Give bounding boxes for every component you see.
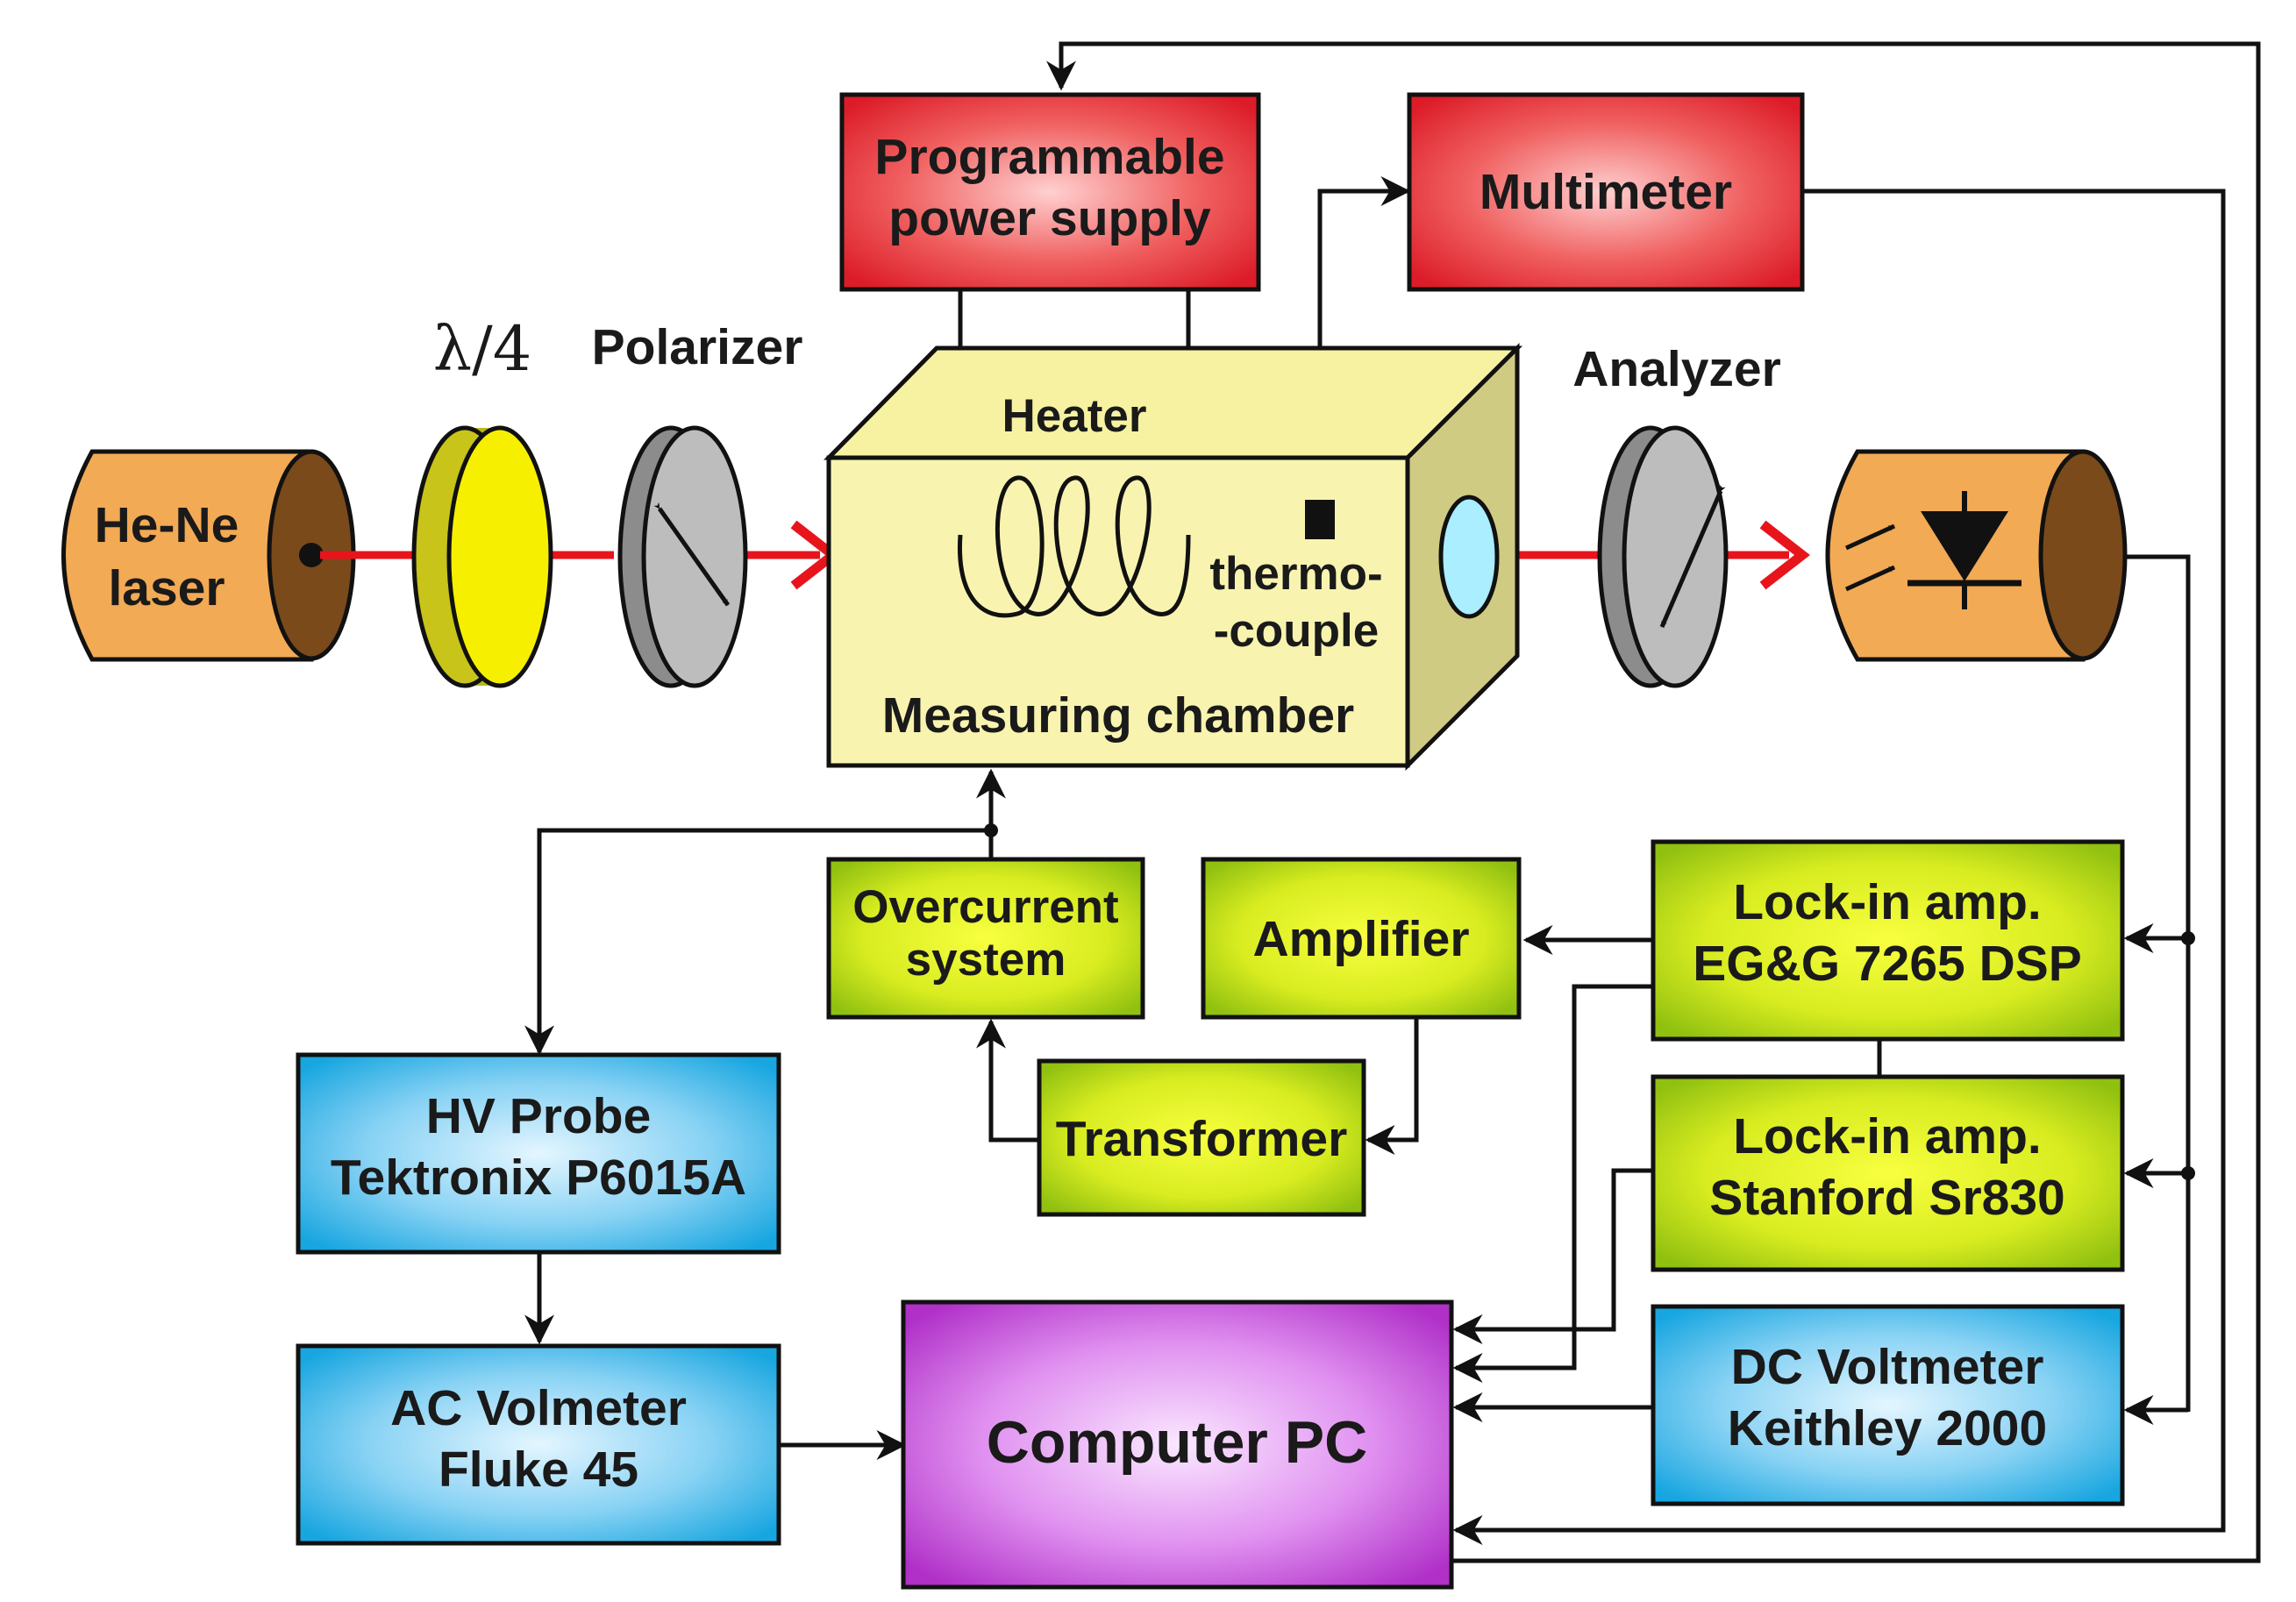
lockin1-label-1: Lock-in amp. — [1733, 874, 2042, 930]
lockin2-box: Lock-in amp. Stanford Sr830 — [1651, 1074, 2125, 1272]
chamber-label: Measuring chamber — [882, 687, 1355, 744]
measuring-chamber: Heater thermo- -couple Measuring chamber — [824, 342, 1523, 772]
multimeter-label: Multimeter — [1480, 164, 1732, 220]
polarizer: Polarizer — [592, 319, 803, 688]
transformer-label: Transformer — [1056, 1111, 1348, 1167]
wire-pc-to-power-supply — [1046, 41, 2261, 1563]
laser-label-2: laser — [108, 560, 225, 616]
hv-probe-label-2: Tektronix P6015A — [331, 1150, 746, 1206]
lockin1-label-2: EG&G 7265 DSP — [1693, 936, 2082, 992]
thermocouple-label-2: -couple — [1214, 605, 1379, 657]
laser-label-1: He-Ne — [95, 497, 239, 553]
power-supply-box: Programmable power supply — [839, 92, 1261, 292]
power-supply-label-2: power supply — [888, 190, 1211, 246]
power-supply-label-1: Programmable — [874, 129, 1224, 185]
quarter-wave-label: λ/4 — [433, 313, 532, 385]
overcurrent-box: Overcurrent system — [826, 857, 1145, 1020]
wire-chamber-to-hvprobe — [524, 828, 991, 1056]
thermocouple-label-1: thermo- — [1209, 548, 1382, 600]
wire-amplifier-to-transformer — [1365, 1017, 1419, 1155]
wire-multimeter-to-pc — [1452, 189, 2226, 1545]
multimeter-box: Multimeter — [1407, 92, 1805, 292]
lockin1-box: Lock-in amp. EG&G 7265 DSP — [1651, 839, 2125, 1042]
thermocouple-sensor — [1305, 500, 1335, 539]
wire-detector-out — [2122, 554, 2191, 1412]
overcurrent-label-2: system — [906, 934, 1066, 986]
photodiode-icon — [1921, 511, 2008, 581]
wire-lockin2-to-pc — [1452, 1168, 1653, 1344]
dc-voltmeter-label-2: Keithley 2000 — [1728, 1400, 2047, 1456]
polarizer-label: Polarizer — [592, 319, 803, 375]
analyzer-label: Analyzer — [1572, 341, 1781, 397]
heater-label: Heater — [1002, 390, 1147, 442]
computer-pc-label: Computer PC — [987, 1409, 1367, 1476]
computer-pc-box: Computer PC — [901, 1299, 1454, 1590]
dc-voltmeter-box: DC Voltmeter Keithley 2000 — [1651, 1304, 2125, 1506]
lockin2-label-2: Stanford Sr830 — [1709, 1170, 2064, 1226]
lockin2-label-1: Lock-in amp. — [1733, 1108, 2042, 1164]
junction-dot — [2181, 1166, 2195, 1180]
ac-voltmeter-label-2: Fluke 45 — [439, 1442, 638, 1498]
ac-voltmeter-label-1: AC Volmeter — [390, 1380, 687, 1436]
amplifier-box: Amplifier — [1201, 857, 1522, 1020]
ac-voltmeter-box: AC Volmeter Fluke 45 — [296, 1343, 781, 1546]
wire-transformer-to-overcurrent — [976, 1018, 1039, 1143]
dc-voltmeter-label-1: DC Voltmeter — [1731, 1339, 2044, 1395]
wire-lockin1-to-pc — [1452, 984, 1653, 1383]
hv-probe-box: HV Probe Tektronix P6015A — [296, 1052, 781, 1255]
photodetector — [1825, 449, 2128, 662]
laser: He-Ne laser — [61, 449, 356, 662]
overcurrent-label-1: Overcurrent — [852, 881, 1118, 933]
hv-probe-label-1: HV Probe — [426, 1088, 652, 1144]
junction-dot — [2181, 931, 2195, 945]
wires — [524, 41, 2261, 1563]
analyzer: Analyzer — [1572, 341, 1781, 688]
heater-coil — [957, 475, 1191, 618]
amplifier-label: Amplifier — [1252, 911, 1469, 967]
quarter-wave-plate: λ/4 — [411, 313, 553, 688]
transformer-box: Transformer — [1037, 1058, 1366, 1217]
